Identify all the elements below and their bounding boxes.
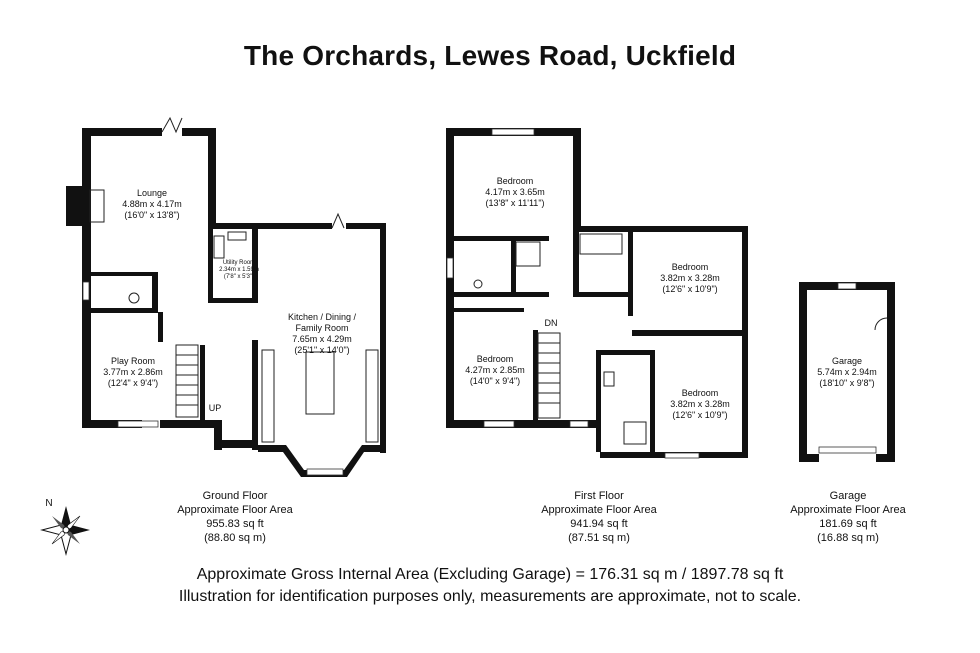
bedroom4-imperial: (12'6" x 10'9") xyxy=(672,410,727,420)
disclaimer-note: Illustration for identification purposes… xyxy=(178,588,802,605)
stairs-down-label: DN xyxy=(545,318,558,328)
ground-floor-name: Ground Floor xyxy=(202,490,268,502)
page-title: The Orchards, Lewes Road, Uckfield xyxy=(243,40,737,71)
bedroom4-name: Bedroom xyxy=(682,388,719,398)
bedroom3-imperial: (14'0" x 9'4") xyxy=(470,376,520,386)
lounge-name: Lounge xyxy=(137,188,167,198)
ground-floor-area-label: Approximate Floor Area xyxy=(177,504,293,516)
bedroom2-metric: 3.82m x 3.28m xyxy=(660,273,720,283)
first-floor-sqm: (87.51 sq m) xyxy=(568,532,630,544)
lounge-imperial: (16'0" x 13'8") xyxy=(124,210,179,220)
ground-floor-plan xyxy=(66,116,386,477)
ground-floor-sqft: 955.83 sq ft xyxy=(206,518,264,530)
ground-floor-sqm: (88.80 sq m) xyxy=(204,532,266,544)
gross-area-note: Approximate Gross Internal Area (Excludi… xyxy=(196,566,784,583)
bedroom4-metric: 3.82m x 3.28m xyxy=(670,399,730,409)
playroom-metric: 3.77m x 2.86m xyxy=(103,367,163,377)
utility-metric: 2.34m x 1.59m xyxy=(219,267,259,273)
bedroom2-imperial: (12'6" x 10'9") xyxy=(662,284,717,294)
first-floor-plan xyxy=(446,128,748,459)
first-floor-name: First Floor xyxy=(574,490,624,502)
garage-sqm: (16.88 sq m) xyxy=(817,532,879,544)
first-floor-area-label: Approximate Floor Area xyxy=(541,504,657,516)
compass-north-label: N xyxy=(45,498,52,509)
playroom-imperial: (12'4" x 9'4") xyxy=(108,378,158,388)
bedroom1-imperial: (13'8" x 11'11") xyxy=(485,198,544,208)
garage-name: Garage xyxy=(832,356,862,366)
garage-imperial: (18'10" x 9'8") xyxy=(819,378,874,388)
kitchen-metric: 7.65m x 4.29m xyxy=(292,334,352,344)
bedroom3-name: Bedroom xyxy=(477,354,514,364)
kitchen-name-1: Kitchen / Dining / xyxy=(288,312,357,322)
lounge-metric: 4.88m x 4.17m xyxy=(122,199,182,209)
utility-name: Utility Room xyxy=(223,260,255,266)
garage-metric: 5.74m x 2.94m xyxy=(817,367,877,377)
ground-floor-caption: Ground Floor Approximate Floor Area 955.… xyxy=(160,489,310,545)
bedroom2-name: Bedroom xyxy=(672,262,709,272)
garage-area-label: Approximate Floor Area xyxy=(790,504,906,516)
garage-sqft: 181.69 sq ft xyxy=(819,518,877,530)
playroom-name: Play Room xyxy=(111,356,155,366)
bedroom3-metric: 4.27m x 2.85m xyxy=(465,365,525,375)
stairs-up-label: UP xyxy=(209,403,222,413)
first-floor-caption: First Floor Approximate Floor Area 941.9… xyxy=(524,489,674,545)
garage-floor-name: Garage xyxy=(829,490,867,502)
bedroom1-metric: 4.17m x 3.65m xyxy=(485,187,545,197)
kitchen-imperial: (25'1" x 14'0") xyxy=(294,345,349,355)
bedroom1-name: Bedroom xyxy=(497,176,534,186)
kitchen-name-2: Family Room xyxy=(295,323,348,333)
compass-rose-icon xyxy=(40,506,90,556)
garage-plan xyxy=(799,282,895,462)
utility-imperial: (7'8" x 5'3") xyxy=(224,274,254,280)
garage-caption: Garage Approximate Floor Area 181.69 sq … xyxy=(773,489,923,545)
first-floor-sqft: 941.94 sq ft xyxy=(570,518,628,530)
